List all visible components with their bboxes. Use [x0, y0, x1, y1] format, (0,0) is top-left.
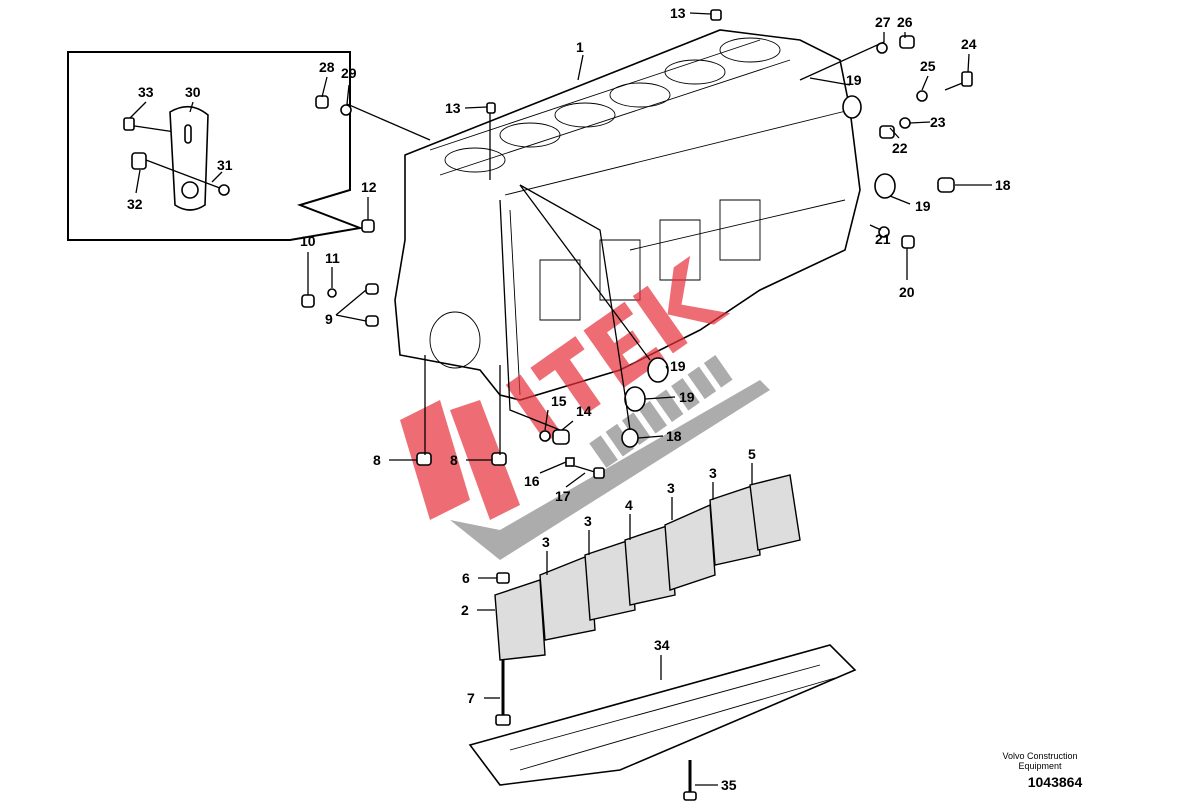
callout-7: 7: [467, 690, 475, 706]
callout-30: 30: [185, 84, 201, 100]
document-number: 1043864: [1027, 774, 1083, 790]
callout-21: 21: [875, 231, 891, 247]
callout-27: 27: [875, 14, 891, 30]
callout-34: 34: [654, 637, 670, 653]
callout-14: 14: [576, 403, 592, 419]
callout-12: 12: [361, 179, 377, 195]
callout-32: 32: [127, 196, 143, 212]
callout-20: 20: [899, 284, 915, 300]
callout-22: 22: [892, 140, 908, 156]
leader-lines: [129, 12, 992, 786]
callout-11: 11: [325, 250, 340, 266]
callout-25: 25: [920, 58, 936, 74]
callout-15: 15: [551, 393, 567, 409]
callout-23: 23: [930, 114, 946, 130]
callout-2: 2: [461, 602, 469, 618]
callout-19: 19: [846, 72, 862, 88]
callout-10: 10: [300, 233, 316, 249]
callout-16: 16: [524, 473, 540, 489]
credit-line-2: Equipment: [1018, 761, 1062, 771]
callout-35: 35: [721, 777, 737, 793]
watermark-logo: [400, 255, 770, 560]
callout-26: 26: [897, 14, 913, 30]
callout-33: 33: [138, 84, 154, 100]
callout-24: 24: [961, 36, 977, 52]
callout-28: 28: [319, 59, 335, 75]
callout-5: 5: [748, 446, 756, 462]
callout-labels: 13 1 27 26 24 28 29 25 19 33 30 13 23 22…: [127, 5, 1011, 793]
callout-18b: 18: [666, 428, 682, 444]
callout-3d: 3: [542, 534, 550, 550]
callout-8b: 8: [450, 452, 458, 468]
bearing-caps: [494, 474, 801, 661]
callout-13b: 13: [445, 100, 461, 116]
callout-1: 1: [576, 39, 584, 55]
callout-3b: 3: [667, 480, 675, 496]
callout-9: 9: [325, 311, 333, 327]
cylinder-block: [394, 29, 861, 401]
ladder-frame: [468, 644, 857, 786]
callout-19c: 19: [670, 358, 686, 374]
inset-detail: [67, 51, 364, 241]
callout-18: 18: [995, 177, 1011, 193]
callout-29: 29: [341, 65, 357, 81]
callout-4: 4: [625, 497, 633, 513]
callout-3c: 3: [584, 513, 592, 529]
manufacturer-credit: Volvo Construction Equipment: [985, 751, 1095, 771]
credit-line-1: Volvo Construction: [1002, 751, 1078, 761]
callout-3a: 3: [709, 465, 717, 481]
callout-6: 6: [462, 570, 470, 586]
callout-19d: 19: [679, 389, 695, 405]
callout-8: 8: [373, 452, 381, 468]
callout-19b: 19: [915, 198, 931, 214]
callout-31: 31: [217, 157, 233, 173]
callout-13: 13: [670, 5, 686, 21]
callout-17: 17: [555, 488, 571, 504]
